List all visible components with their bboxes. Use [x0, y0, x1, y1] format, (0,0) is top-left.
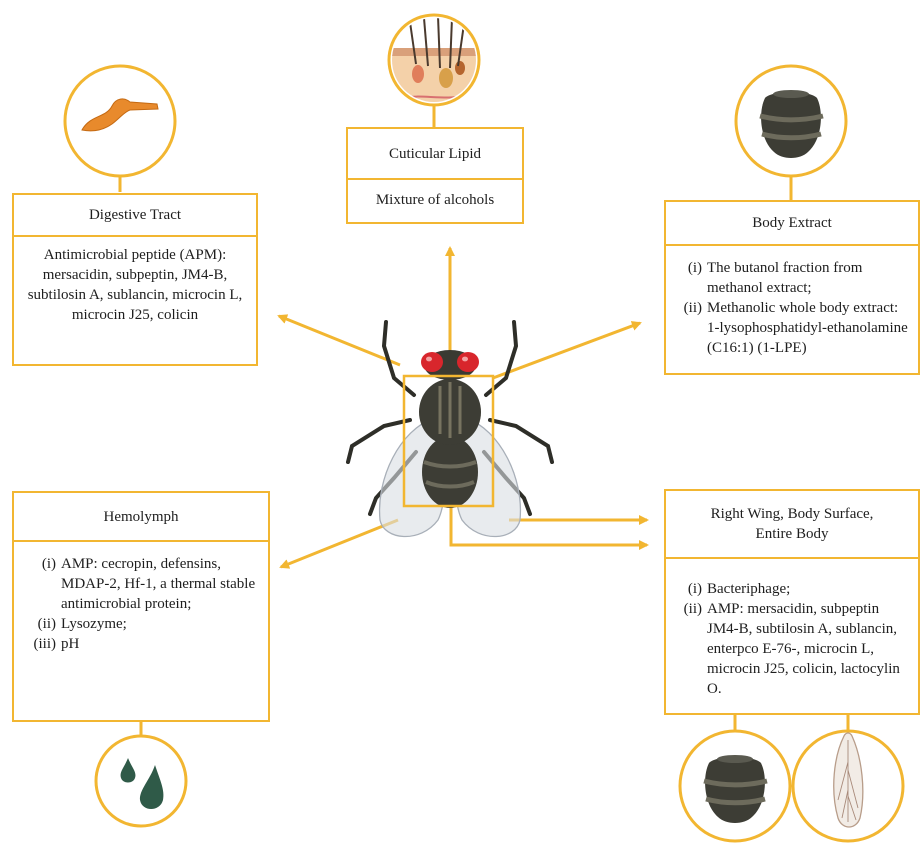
- body-extract-circle: [736, 66, 846, 176]
- list-item: (i) The butanol fraction from methanol e…: [666, 258, 914, 298]
- list-item-number: (ii): [666, 298, 707, 358]
- list-item-text: AMP: cecropin, defensins, MDAP-2, Hf-1, …: [61, 554, 262, 614]
- list-item: (ii) Lysozyme;: [14, 614, 262, 634]
- box-title: Right Wing, Body Surface, Entire Body: [666, 491, 918, 559]
- list-item-number: (ii): [666, 599, 707, 699]
- list-item: (i) Bacteriphage;: [666, 579, 914, 599]
- list-item-number: (i): [14, 554, 61, 614]
- list-item-text: pH: [61, 634, 262, 654]
- cuticular-lipid-box: Cuticular Lipid Mixture of alcohols: [346, 127, 524, 224]
- hemolymph-circle: [96, 736, 186, 826]
- list-item-text: AMP: mersacidin, subpeptin JM4-B, subtil…: [707, 599, 914, 699]
- box-title: Body Extract: [666, 202, 918, 246]
- entire-body-circle: [680, 731, 790, 841]
- box-body: (i) Bacteriphage; (ii) AMP: mersacidin, …: [666, 559, 918, 699]
- box-body: (i) AMP: cecropin, defensins, MDAP-2, Hf…: [14, 542, 268, 654]
- wing-circle: [793, 731, 903, 841]
- right-wing-box: Right Wing, Body Surface, Entire Body (i…: [664, 489, 920, 715]
- list-item-number: (i): [666, 258, 707, 298]
- list-item-number: (i): [666, 579, 707, 599]
- hemolymph-box: Hemolymph (i) AMP: cecropin, defensins, …: [12, 491, 270, 722]
- box-text: Antimicrobial peptide (APM): mersacidin,…: [14, 237, 256, 325]
- list-item: (i) AMP: cecropin, defensins, MDAP-2, Hf…: [14, 554, 262, 614]
- box-text: Mixture of alcohols: [348, 180, 522, 210]
- housefly-icon: [348, 322, 552, 537]
- list-item-number: (iii): [14, 634, 61, 654]
- box-body: (i) The butanol fraction from methanol e…: [666, 246, 918, 358]
- digestive-tract-circle: [65, 66, 175, 176]
- list-item-text: The butanol fraction from methanol extra…: [707, 258, 914, 298]
- right-wing-list: (i) Bacteriphage; (ii) AMP: mersacidin, …: [666, 579, 914, 699]
- list-item: (ii) AMP: mersacidin, subpeptin JM4-B, s…: [666, 599, 914, 699]
- list-item: (ii) Methanolic whole body extract: 1-ly…: [666, 298, 914, 358]
- hemolymph-list: (i) AMP: cecropin, defensins, MDAP-2, Hf…: [14, 554, 262, 654]
- cuticle-circle: [389, 15, 480, 108]
- list-item-text: Methanolic whole body extract: 1-lysopho…: [707, 298, 914, 358]
- list-item-text: Bacteriphage;: [707, 579, 914, 599]
- digestive-tract-box: Digestive Tract Antimicrobial peptide (A…: [12, 193, 258, 366]
- box-title: Hemolymph: [14, 493, 268, 542]
- body-extract-list: (i) The butanol fraction from methanol e…: [666, 258, 914, 358]
- body-extract-box: Body Extract (i) The butanol fraction fr…: [664, 200, 920, 375]
- list-item-text: Lysozyme;: [61, 614, 262, 634]
- list-item: (iii) pH: [14, 634, 262, 654]
- list-item-number: (ii): [14, 614, 61, 634]
- box-title: Digestive Tract: [14, 195, 256, 237]
- box-title: Cuticular Lipid: [348, 129, 522, 180]
